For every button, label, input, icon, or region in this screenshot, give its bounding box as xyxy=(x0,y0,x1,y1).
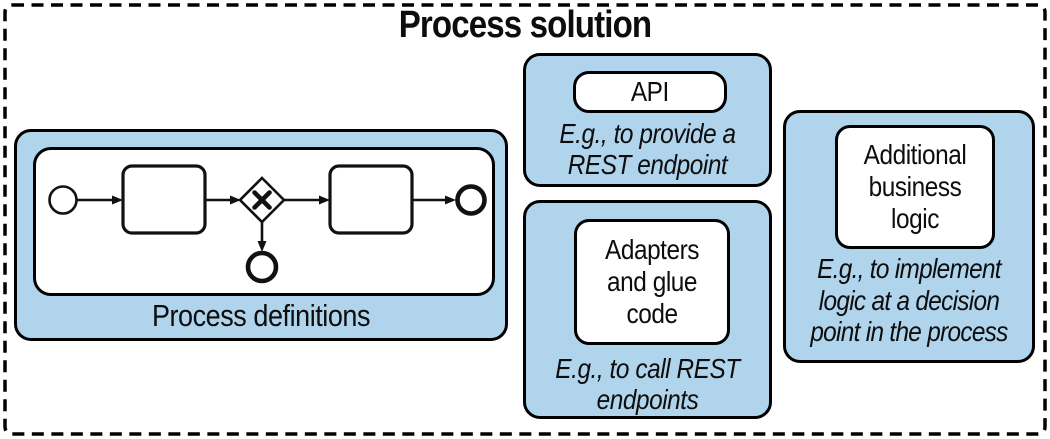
api-label: API xyxy=(631,76,669,107)
api-box: API E.g., to provide a REST endpoint xyxy=(523,53,772,187)
arrowhead xyxy=(319,195,330,205)
adapters-label: Adapters and glue code xyxy=(604,234,700,329)
arrowhead xyxy=(230,195,241,205)
start-event-icon xyxy=(48,185,78,215)
additional-logic-description: E.g., to implement logic at a decision p… xyxy=(810,253,1008,348)
bpmn-diagram-panel xyxy=(33,147,495,296)
arrowhead xyxy=(257,241,267,252)
end-event-icon xyxy=(245,250,279,284)
additional-logic-pill: Additional business logic xyxy=(835,125,995,249)
adapters-pill: Adapters and glue code xyxy=(574,219,730,345)
adapters-description: E.g., to call REST endpoints xyxy=(555,353,740,416)
bpmn-diagram xyxy=(48,164,487,284)
additional-logic-label: Additional business logic xyxy=(863,139,967,234)
process-definitions-label: Process definitions xyxy=(151,298,371,333)
end-event-icon xyxy=(455,184,487,216)
api-pill: API xyxy=(573,71,727,113)
additional-logic-box: Additional business logic E.g., to imple… xyxy=(783,110,1035,363)
arrowhead xyxy=(112,195,123,205)
process-definitions-box: Process definitions xyxy=(14,129,508,341)
gateway-x-mark xyxy=(252,190,272,210)
arrowhead xyxy=(445,195,456,205)
figure-title: Process solution xyxy=(398,4,652,46)
task-shape xyxy=(328,164,414,235)
api-description: E.g., to provide a REST endpoint xyxy=(559,118,736,181)
adapters-box: Adapters and glue code E.g., to call RES… xyxy=(523,200,772,419)
task-shape xyxy=(121,164,207,235)
